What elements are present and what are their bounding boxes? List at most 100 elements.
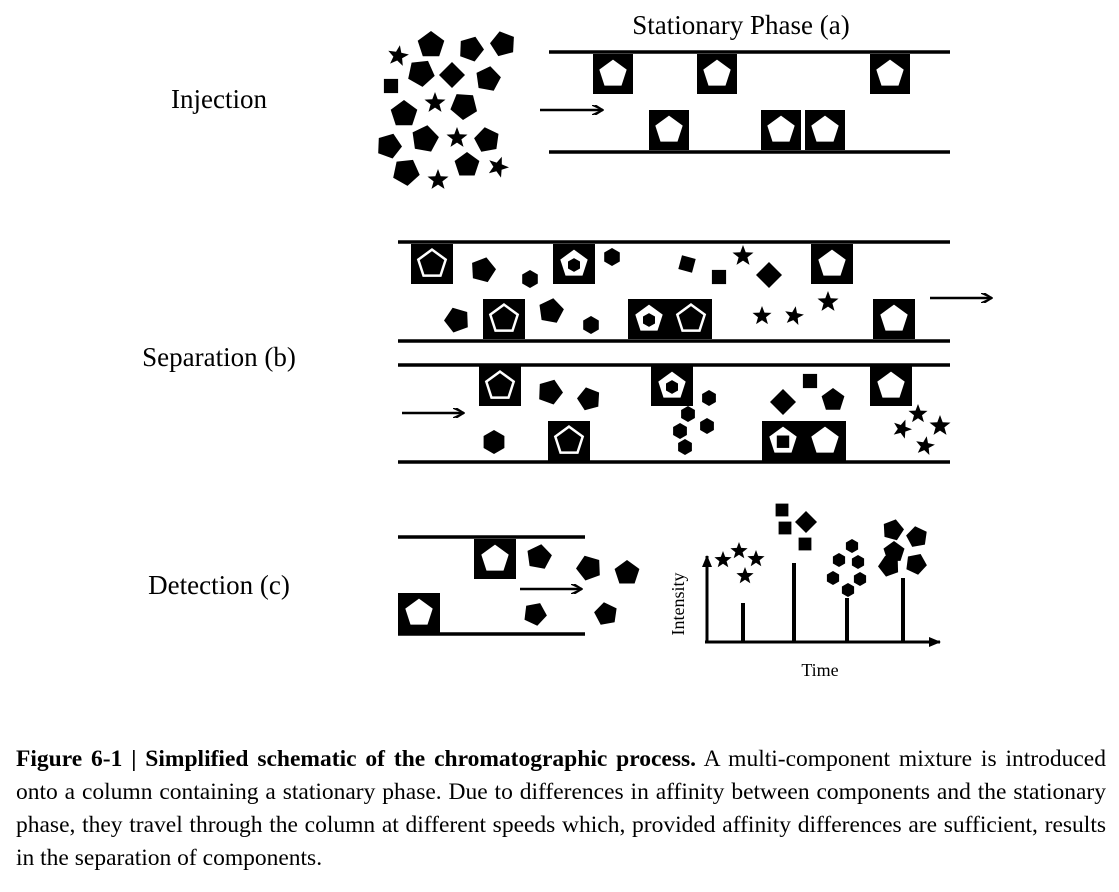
square-icon [802,373,818,389]
molecules-layer [378,31,951,633]
star-icon [929,415,951,435]
hexagon-icon [678,439,692,455]
pentagon-icon [883,519,904,541]
pentagon-icon [577,387,600,411]
pentagon-icon [553,425,585,454]
square-icon [383,78,399,94]
column-walls [398,50,950,636]
star-icon [388,45,409,66]
star-icon [908,404,928,423]
hexagon-icon [643,313,655,327]
star-icon [424,92,446,112]
hexagon-icon [673,423,687,439]
square-icon [774,433,792,450]
pentagon-icon [454,152,480,176]
caption-title: Figure 6-1 | Simplified schematic of the… [16,746,697,772]
star-icon [747,550,765,567]
star-icon [752,306,772,325]
pentagon-icon [460,36,484,62]
diamond-icon [756,262,782,288]
hexagon-icon [832,553,846,567]
star-icon [817,291,839,311]
pentagon-icon [474,127,499,152]
pentagon-icon [878,555,899,577]
pentagon-icon [906,554,927,575]
pentagon-icon [811,426,839,453]
pentagon-icon [880,304,908,331]
pentagon-icon [539,298,564,323]
star-icon [446,127,468,147]
star-icon [488,156,509,178]
figure-caption: Figure 6-1 | Simplified schematic of the… [16,743,1106,875]
hexagon-icon [604,248,620,266]
diamond-icon [795,511,817,533]
pentagon-icon [675,303,707,332]
stationary-phase-label: Stationary Phase (a) [632,10,849,40]
pentagon-icon [594,602,617,625]
pentagon-icon [818,249,846,276]
pentagon-icon [539,379,563,405]
pentagon-icon [883,541,905,561]
pentagon-icon [408,60,435,87]
detector-plot [702,555,941,647]
pentagon-icon [524,603,547,626]
star-icon [427,169,449,189]
pentagon-icon [378,133,402,159]
pentagon-icon [488,303,520,332]
diamond-icon [439,62,465,88]
pentagon-icon [484,370,516,399]
time-axis-label: Time [801,660,838,680]
pentagon-icon [576,555,600,581]
pentagon-icon [599,59,627,86]
hexagon-icon [841,583,855,597]
intensity-axis-label: Intensity [668,573,688,636]
square-icon [678,255,696,273]
star-icon [730,542,748,559]
hexagon-icon [702,390,716,406]
star-icon [714,551,732,568]
pentagon-icon [412,125,439,152]
pentagon-icon [472,257,496,283]
hexagon-icon [845,539,859,553]
pentagon-icon [390,100,418,126]
pentagon-icon [481,544,509,571]
pentagon-icon [490,31,514,57]
pentagon-icon [527,544,552,569]
pentagon-icon [614,560,640,584]
injection-label: Injection [171,84,267,114]
hexagon-icon [851,555,865,569]
square-icon [711,269,727,285]
pentagon-icon [450,94,477,120]
hexagon-icon [681,406,695,422]
hexagon-icon [700,418,714,434]
pentagon-icon [655,115,683,142]
hexagon-icon [483,430,505,454]
star-icon [916,436,935,455]
detection-label: Detection (c) [148,570,290,600]
pentagon-icon [877,371,905,398]
pentagon-icon [476,66,501,91]
diamond-icon [770,389,796,415]
pentagon-icon [393,159,420,186]
pentagon-icon [821,388,845,410]
pentagon-icon [703,59,731,86]
hexagon-icon [853,572,867,586]
pentagon-icon [767,115,795,142]
pentagon-icon [405,598,433,625]
star-icon [893,419,912,439]
pentagon-icon [906,526,927,547]
hexagon-icon [568,258,580,272]
hexagon-icon [826,571,840,585]
square-icon [798,537,812,551]
pentagon-icon [417,31,445,57]
pentagon-icon [416,248,448,277]
hexagon-icon [666,380,678,394]
caption-body: A multi-component mixture is introduced … [16,746,1106,871]
pentagon-icon [444,307,468,333]
pentagon-icon [811,115,839,142]
flow-arrows [402,110,992,589]
hexagon-icon [583,316,599,334]
square-icon [778,521,792,535]
square-icon [775,503,789,517]
separation-label: Separation (b) [142,342,296,372]
